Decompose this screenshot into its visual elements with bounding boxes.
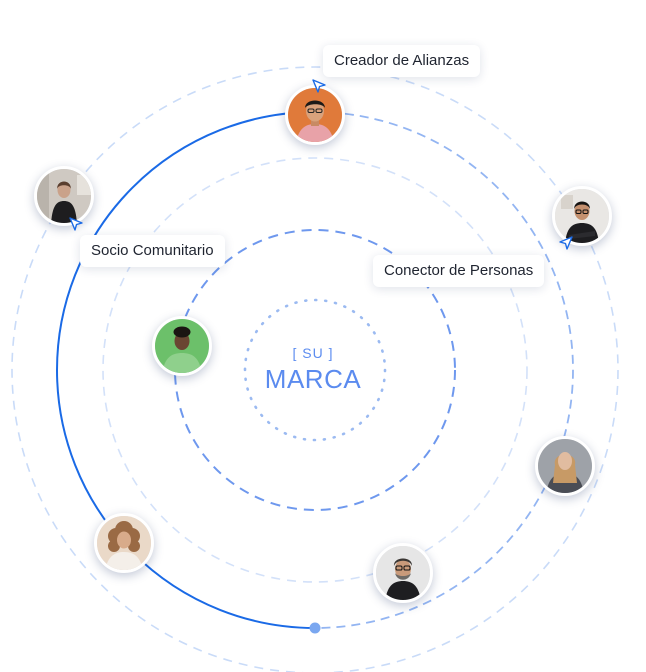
orbit-marker-dot — [309, 622, 321, 634]
avatar-green-sweater[interactable] — [152, 316, 212, 376]
avatar-conector-de-personas[interactable] — [552, 186, 612, 246]
avatar-creador-de-alianzas[interactable] — [285, 85, 345, 145]
callout-label: Creador de Alianzas — [334, 52, 470, 69]
brand-main-label: MARCA — [264, 364, 362, 394]
person-green-sweater-icon — [155, 319, 209, 373]
avatar-long-hair-jacket[interactable] — [535, 436, 595, 496]
cursor-pointer-icon — [68, 216, 84, 232]
person-glasses-arms-crossed-icon — [555, 189, 609, 243]
avatar-gray-beard-glasses[interactable] — [373, 543, 433, 603]
cursor-pointer-icon — [311, 78, 327, 94]
callout-label: Socio Comunitario — [91, 242, 214, 259]
core-ring — [243, 298, 387, 442]
callout-creador-de-alianzas: Creador de Alianzas — [323, 45, 481, 77]
active-ring-right-arc — [314, 111, 574, 629]
person-gray-beard-glasses-icon — [376, 546, 430, 600]
active-ring-left-arc — [55, 111, 316, 629]
brand-sub-label: [ SU ] — [292, 345, 334, 361]
callout-conector-de-personas: Conector de Personas — [373, 255, 545, 287]
cursor-pointer-icon — [558, 235, 574, 251]
callout-socio-comunitario: Socio Comunitario — [80, 235, 225, 267]
person-curly-hair-icon — [97, 516, 151, 570]
callout-label: Conector de Personas — [384, 262, 534, 279]
middle-ring — [102, 157, 528, 583]
inner-ring — [174, 229, 456, 511]
person-long-hair-jacket-icon — [538, 439, 592, 493]
person-dark-sweater-icon — [37, 169, 91, 223]
person-orange-shirt-icon — [288, 88, 342, 142]
avatar-socio-comunitario[interactable] — [34, 166, 94, 226]
outer-ring — [11, 66, 619, 672]
avatar-curly-hair[interactable] — [94, 513, 154, 573]
